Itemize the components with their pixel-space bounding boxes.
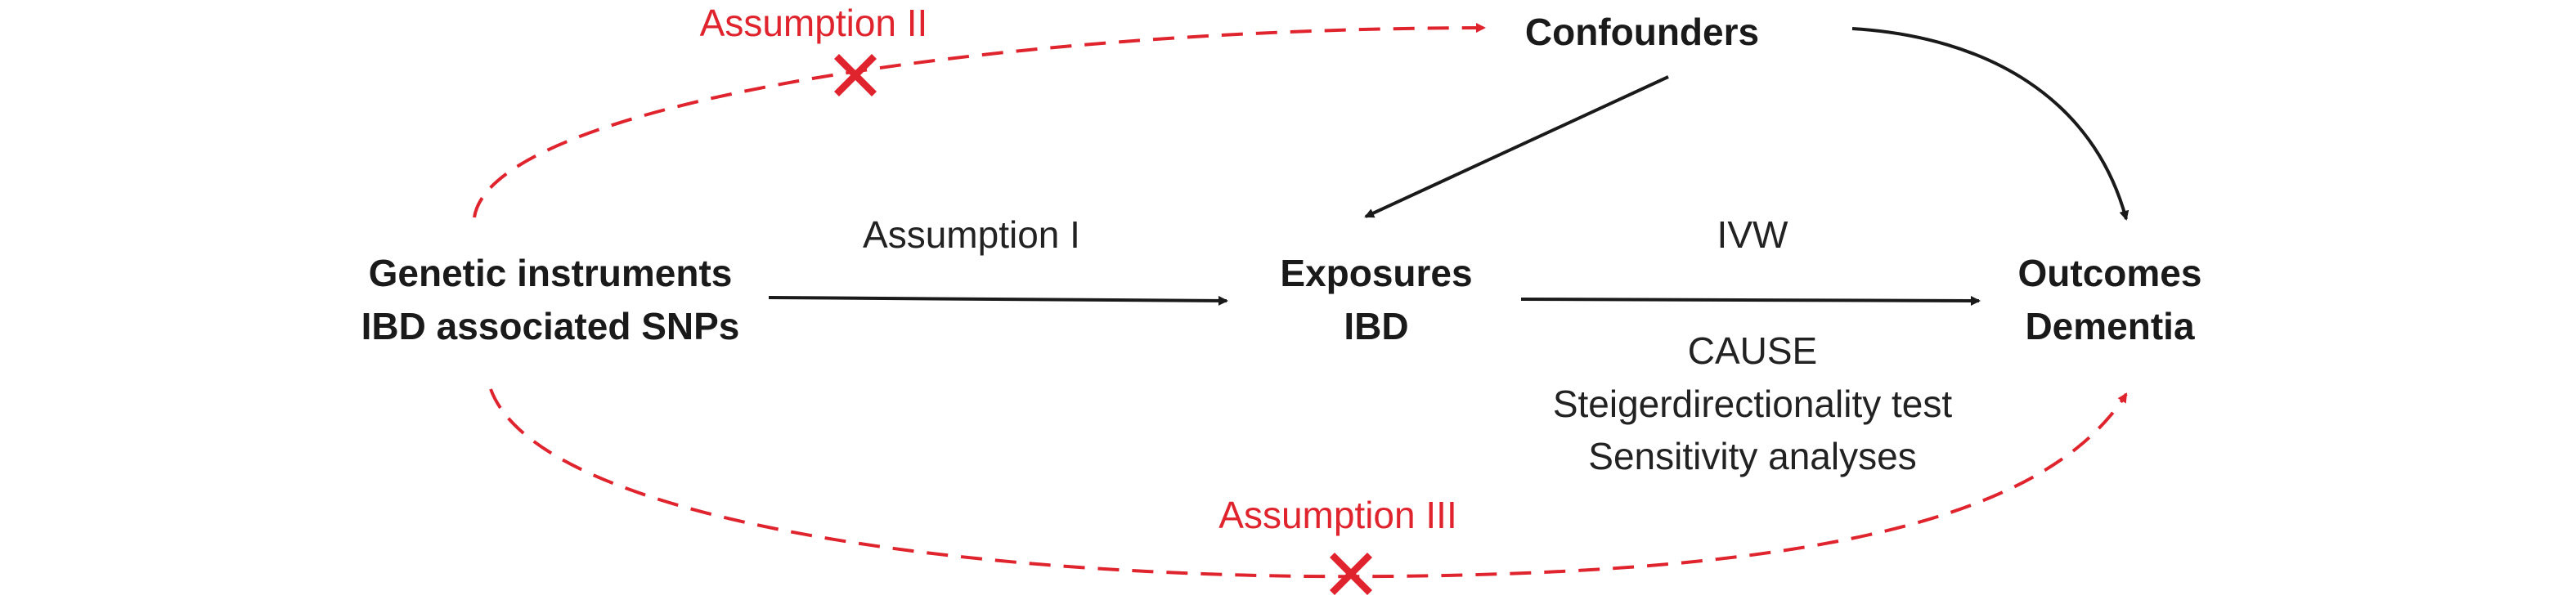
label-method-cause: CAUSE: [1688, 329, 1817, 372]
cross-icon: [834, 54, 877, 96]
label-assumption-i: Assumption I: [863, 213, 1080, 256]
node-exposure-line1: Exposures: [1280, 252, 1472, 294]
node-instrument-line2: IBD associated SNPs: [361, 305, 740, 347]
edge-confounders-to-outcome: [1851, 27, 2129, 221]
node-exposure-line2: IBD: [1344, 305, 1408, 347]
edge-assumption-ii: [473, 23, 1486, 218]
edge-exposure-to-outcome: [1520, 295, 1981, 306]
edge-instrument-to-exposure: [768, 295, 1228, 306]
label-method-steiger: Steigerdirectionality test: [1553, 383, 1953, 425]
node-instrument-line1: Genetic instruments: [369, 252, 733, 294]
node-outcome-line2: Dementia: [2025, 305, 2194, 347]
label-ivw: IVW: [1717, 213, 1788, 256]
label-assumption-iii: Assumption III: [1218, 494, 1456, 536]
causal-edges: [768, 27, 2129, 306]
node-outcome-line1: Outcomes: [2018, 252, 2202, 294]
label-method-sensitivity: Sensitivity analyses: [1588, 435, 1916, 477]
edge-confounders-to-exposure: [1364, 75, 1669, 218]
assumption-edges: [473, 23, 2128, 579]
label-assumption-ii: Assumption II: [700, 2, 928, 44]
node-confounders: Confounders: [1525, 11, 1759, 53]
edge-assumption-iii: [489, 388, 2128, 579]
cross-icon: [1330, 553, 1372, 595]
